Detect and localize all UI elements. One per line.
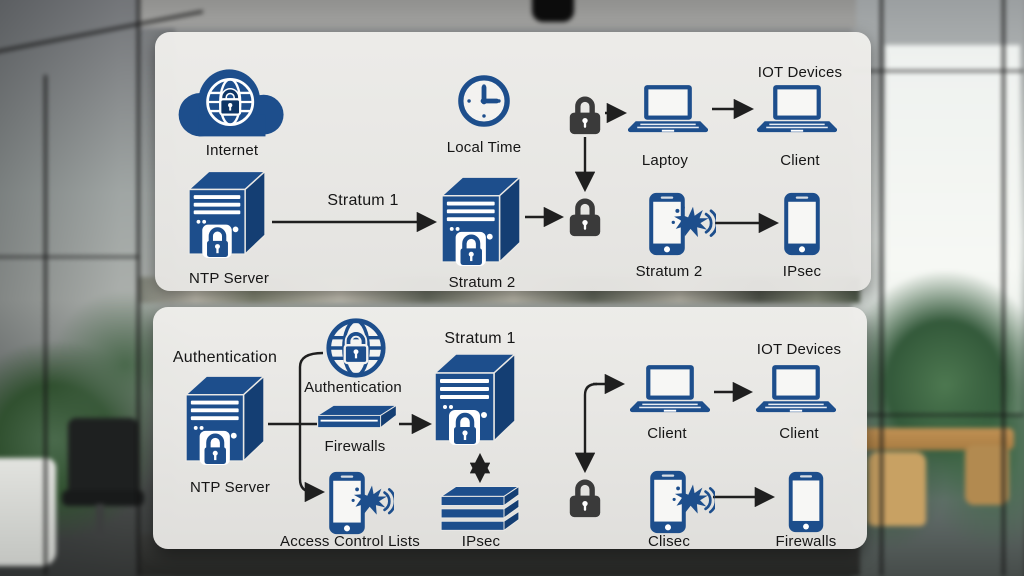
access-control-lists-label: Access Control Lists: [280, 533, 420, 550]
stratum1-edge-label: Stratum 1: [327, 192, 399, 209]
internet-label: Internet: [205, 142, 259, 159]
internet-cloud-icon: [173, 64, 291, 140]
firewalls-label: Firewalls: [324, 438, 386, 455]
stratum1-server-icon: [434, 353, 516, 453]
ipsec-label: IPsec: [461, 533, 501, 550]
broadcast-splat-icon: [670, 204, 716, 244]
ntp-server-label: NTP Server: [189, 479, 271, 496]
iot-devices-title: IOT Devices: [756, 341, 842, 358]
bottom-diagram-panel: Authentication NTP Server Authentication…: [153, 307, 867, 550]
clisec-phone-label: Clisec: [647, 533, 691, 550]
wood-chair: [868, 452, 926, 526]
iot-client-laptop-icon: [757, 84, 837, 134]
iot-devices-title: IOT Devices: [757, 64, 843, 81]
iot-client-label: Client: [780, 152, 820, 169]
firewall-box-icon: [317, 404, 397, 434]
iot-client-laptop-icon: [756, 364, 836, 414]
office-chair: [68, 418, 138, 496]
broadcast-splat-icon: [350, 483, 394, 521]
local-time-clock-icon: [457, 74, 511, 128]
office-chair-seat: [62, 490, 144, 506]
laptop-icon: [628, 84, 708, 134]
glass-frame: [852, 414, 1024, 416]
lock-icon: [568, 194, 602, 237]
stratum2-server-label: Stratum 2: [448, 274, 516, 291]
ntp-server-icon: [185, 375, 265, 473]
ipsec-phone-label: IPsec: [782, 263, 822, 280]
wood-table: [852, 428, 1014, 450]
ceiling-speaker: [532, 0, 574, 22]
glass-frame: [1002, 0, 1005, 576]
office-chair-post: [96, 504, 104, 538]
top-panel-connector-lines: [272, 98, 780, 234]
client-laptop-icon: [630, 364, 710, 414]
stratum2-server-icon: [441, 176, 521, 274]
lock-icon: [568, 92, 602, 135]
laptop-label: Laptoy: [641, 152, 689, 169]
glass-frame: [0, 256, 140, 258]
authentication-globe-icon: [325, 317, 387, 379]
stratum2-phone-label: Stratum 2: [635, 263, 703, 280]
ipsec-phone-icon: [783, 192, 821, 256]
ceiling: [140, 0, 856, 28]
firewalls-phone-icon: [787, 471, 825, 533]
white-planter: [0, 458, 56, 566]
glass-frame: [880, 0, 883, 576]
lock-icon: [568, 475, 602, 518]
glass-frame: [852, 70, 1024, 72]
broadcast-splat-icon: [671, 482, 715, 520]
firewalls-phone-label: Firewalls: [775, 533, 837, 550]
client-laptop-label: Client: [647, 425, 687, 442]
wood-chair-2: [965, 445, 1009, 505]
authentication-title: Authentication: [172, 349, 278, 366]
stratum1-title: Stratum 1: [444, 330, 516, 347]
ntp-server-icon: [188, 170, 266, 266]
ipsec-stack-icon: [440, 484, 520, 532]
glass-frame: [44, 75, 47, 575]
iot-client-label: Client: [779, 425, 819, 442]
bottom-panel-connector-lines: [268, 351, 776, 508]
ntp-server-label: NTP Server: [188, 270, 270, 287]
top-diagram-panel: Internet Local Time NTP Server Stratum 1…: [155, 32, 871, 291]
glass-frame: [137, 0, 140, 576]
local-time-label: Local Time: [446, 139, 522, 156]
authentication-globe-label: Authentication: [304, 379, 402, 396]
